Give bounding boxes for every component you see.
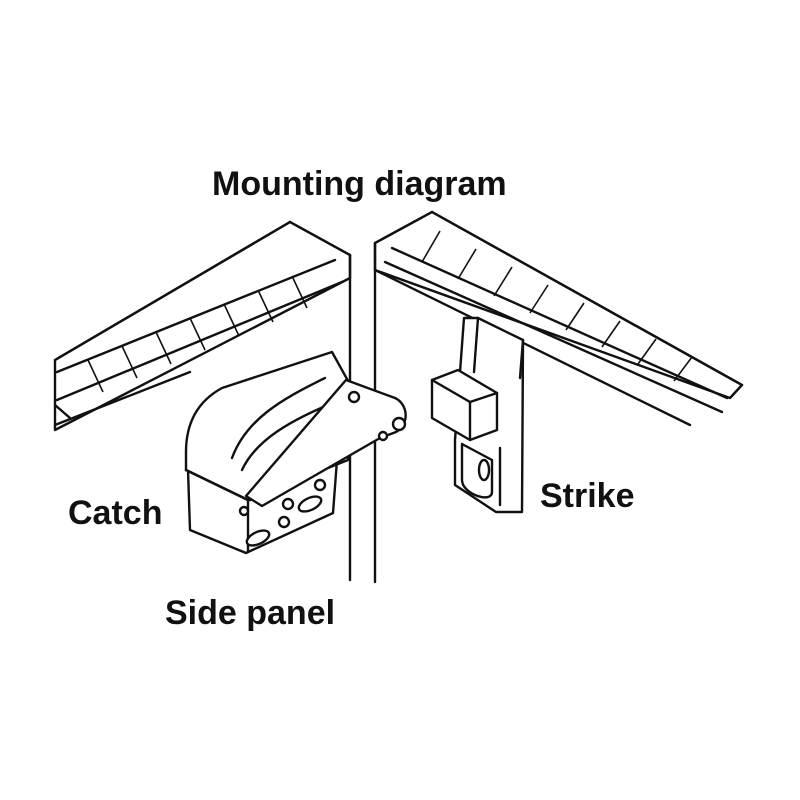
diagram-title: Mounting diagram	[212, 165, 507, 203]
left-edge-hatch	[87, 275, 308, 393]
right-cabinet-door	[373, 210, 744, 584]
catch-device	[184, 350, 407, 555]
strike-label: Strike	[540, 477, 635, 515]
left-cabinet-panel	[53, 220, 352, 582]
side-panel-label: Side panel	[165, 594, 335, 632]
catch-label: Catch	[68, 494, 162, 532]
right-edge-hatch	[421, 230, 693, 382]
strike-device	[430, 316, 525, 514]
